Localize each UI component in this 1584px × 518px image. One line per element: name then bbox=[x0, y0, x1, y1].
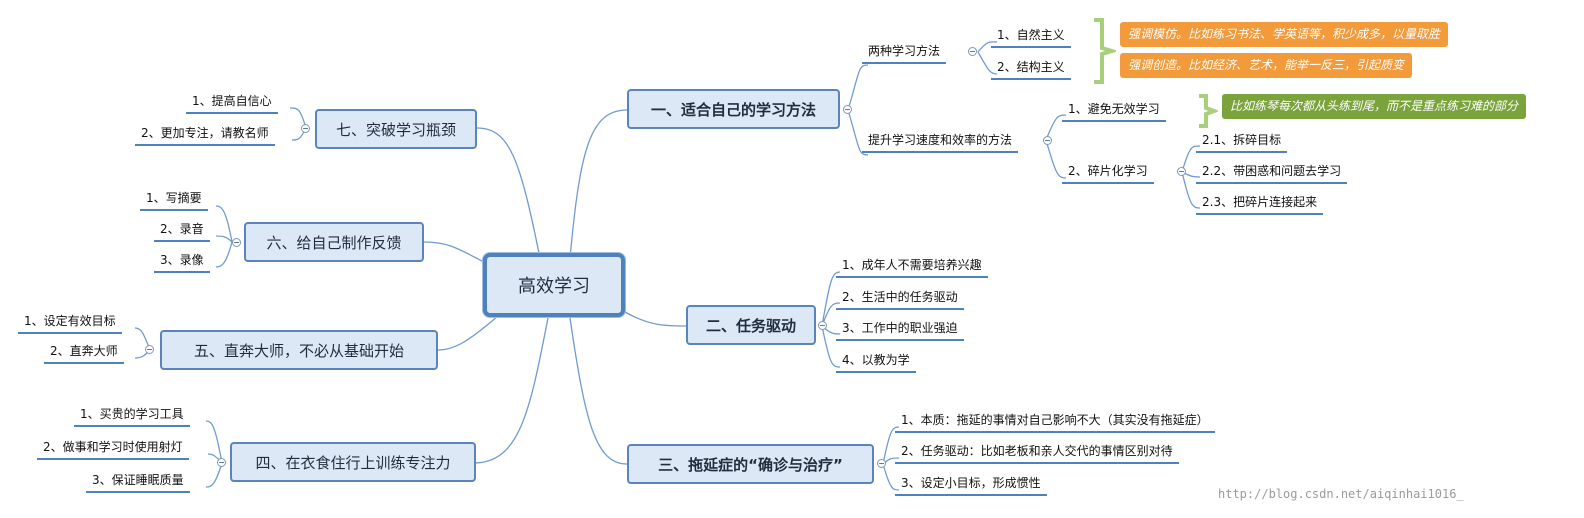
link-center-b2 bbox=[624, 311, 687, 327]
frag-item-3[interactable]: 2.3、把碎片连接起来 bbox=[1196, 195, 1324, 215]
center-topic[interactable]: 高效学习 bbox=[483, 253, 625, 317]
branch-1-node[interactable]: 一、适合自己的学习方法 bbox=[627, 89, 840, 129]
b5-item-1[interactable]: 1、设定有效目标 bbox=[18, 314, 122, 334]
branch-7-collapse-icon[interactable] bbox=[301, 124, 310, 133]
sub2-frag[interactable]: 2、碎片化学习 bbox=[1062, 164, 1154, 184]
link-center-b5 bbox=[437, 315, 499, 351]
sub1-note-2: 强调创造。比如经济、艺术，能举一反三，引起质变 bbox=[1120, 53, 1413, 78]
branch-2-node[interactable]: 二、任务驱动 bbox=[686, 305, 816, 345]
link-center-b1 bbox=[569, 109, 628, 259]
b7-item-2[interactable]: 2、更加专注，请教名师 bbox=[135, 126, 275, 146]
b2-item-3[interactable]: 3、工作中的职业强迫 bbox=[836, 321, 964, 341]
link-center-b4 bbox=[473, 317, 549, 464]
b4-item-1[interactable]: 1、买贵的学习工具 bbox=[74, 407, 190, 427]
brace-icon bbox=[1094, 18, 1116, 84]
b7-item-1[interactable]: 1、提高自信心 bbox=[186, 94, 278, 114]
link-center-b6 bbox=[423, 241, 485, 263]
b6-item-2[interactable]: 2、录音 bbox=[154, 222, 210, 242]
b3-item-1[interactable]: 1、本质：拖延的事情对自己影响不大（其实没有拖延症） bbox=[895, 413, 1215, 433]
branch-2-collapse-icon[interactable] bbox=[818, 321, 827, 330]
branch-1-collapse-icon[interactable] bbox=[843, 105, 852, 114]
branch-5-collapse-icon[interactable] bbox=[145, 345, 154, 354]
sub1-item-2[interactable]: 2、结构主义 bbox=[991, 60, 1071, 80]
brace-icon bbox=[1199, 94, 1218, 128]
b6-item-1[interactable]: 1、写摘要 bbox=[140, 191, 208, 211]
sub1-note-1: 强调模仿。比如练习书法、学英语等，积少成多，以量取胜 bbox=[1120, 22, 1449, 47]
branch-7-node[interactable]: 七、突破学习瓶颈 bbox=[315, 109, 477, 149]
sub2-avoid[interactable]: 1、避免无效学习 bbox=[1062, 102, 1166, 122]
branch-1-sub2[interactable]: 提升学习速度和效率的方法 bbox=[862, 133, 1019, 153]
branch-4-node[interactable]: 四、在衣食住行上训练专注力 bbox=[230, 442, 476, 482]
b2-item-4[interactable]: 4、以教为学 bbox=[836, 353, 916, 373]
sub2-collapse-icon[interactable] bbox=[1043, 136, 1052, 145]
branch-4-collapse-icon[interactable] bbox=[217, 458, 226, 467]
branch-6-node[interactable]: 六、给自己制作反馈 bbox=[244, 222, 424, 262]
branch-3-collapse-icon[interactable] bbox=[877, 459, 886, 468]
b5-item-2[interactable]: 2、直奔大师 bbox=[44, 344, 124, 364]
sub1-item-1[interactable]: 1、自然主义 bbox=[991, 28, 1071, 48]
branch-1-sub1[interactable]: 两种学习方法 bbox=[862, 44, 947, 64]
b4-item-2[interactable]: 2、做事和学习时使用射灯 bbox=[37, 440, 189, 460]
watermark: http://blog.csdn.net/aiqinhai1016_ bbox=[1218, 487, 1464, 501]
link-center-b7 bbox=[476, 127, 541, 259]
branch-5-node[interactable]: 五、直奔大师，不必从基础开始 bbox=[160, 330, 438, 370]
sub1-collapse-icon[interactable] bbox=[968, 47, 977, 56]
branch-6-collapse-icon[interactable] bbox=[232, 238, 241, 247]
b3-item-2[interactable]: 2、任务驱动：比如老板和亲人交代的事情区别对待 bbox=[895, 444, 1179, 464]
link-center-b3 bbox=[569, 317, 628, 465]
frag-item-2[interactable]: 2.2、带困惑和问题去学习 bbox=[1196, 164, 1348, 184]
branch-3-node[interactable]: 三、拖延症的“确诊与治疗” bbox=[627, 444, 874, 484]
frag-collapse-icon[interactable] bbox=[1177, 167, 1186, 176]
sub2-avoid-note: 比如练琴每次都从头练到尾，而不是重点练习难的部分 bbox=[1222, 94, 1527, 119]
b4-item-3[interactable]: 3、保证睡眠质量 bbox=[86, 473, 190, 493]
frag-item-1[interactable]: 2.1、拆碎目标 bbox=[1196, 133, 1288, 153]
b3-item-3[interactable]: 3、设定小目标，形成惯性 bbox=[895, 476, 1047, 496]
b2-item-2[interactable]: 2、生活中的任务驱动 bbox=[836, 290, 964, 310]
b6-item-3[interactable]: 3、录像 bbox=[154, 253, 210, 273]
b2-item-1[interactable]: 1、成年人不需要培养兴趣 bbox=[836, 258, 988, 278]
